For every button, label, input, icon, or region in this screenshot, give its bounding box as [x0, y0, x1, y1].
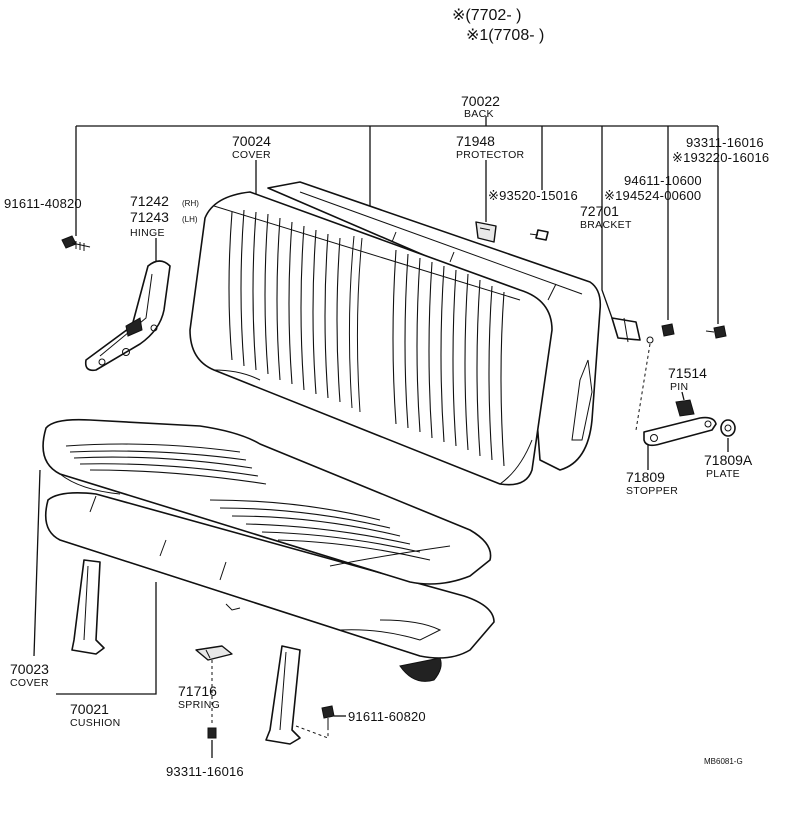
seat-cushion-frame — [44, 492, 495, 745]
part-number-71243: 71243 — [130, 209, 169, 225]
label-70021: 70021 CUSHION — [70, 701, 121, 729]
label-93311-bottom: 93311-16016 — [166, 764, 244, 779]
part-number-71948: 71948 — [456, 133, 495, 149]
plate-part — [720, 419, 736, 437]
part-label-bracket: BRACKET — [580, 219, 632, 231]
screw-93520-part — [529, 229, 549, 241]
label-71809A: 71809A PLATE — [704, 452, 753, 480]
bolt-91611-60820-part — [321, 705, 335, 730]
part-label-cushion: CUSHION — [70, 717, 121, 729]
part-number-91611-40820: 91611-40820 — [4, 196, 82, 211]
part-label-stopper: STOPPER — [626, 485, 678, 497]
part-label-spring: SPRING — [178, 699, 220, 711]
header-notes: ※(7702- ) ※1(7708- ) — [452, 7, 544, 44]
back-pleats-left — [228, 209, 341, 403]
part-number-72701: 72701 — [580, 203, 619, 219]
spring-part — [195, 645, 233, 661]
bolt-93311-top-part — [705, 325, 727, 339]
part-label-plate: PLATE — [706, 468, 740, 480]
label-93311-top: 93311-16016 ※193220-16016 — [672, 135, 769, 165]
label-70022: 70022 BACK — [461, 93, 500, 120]
protector-part — [475, 221, 497, 243]
part-number-194524-00600: ※194524-00600 — [604, 188, 701, 203]
part-number-70022: 70022 — [461, 93, 500, 109]
part-number-93311-16016-bottom: 93311-16016 — [166, 764, 244, 779]
part-label-cover-back: COVER — [232, 149, 271, 161]
part-number-71514: 71514 — [668, 365, 707, 381]
seat-back-cover — [189, 191, 553, 486]
label-hinge: 71242 (RH) 71243 (LH) HINGE — [130, 193, 199, 239]
part-number-71716: 71716 — [178, 683, 217, 699]
note-line-2: ※1(7708- ) — [466, 27, 544, 44]
part-number-70024: 70024 — [232, 133, 271, 149]
part-label-hinge: HINGE — [130, 227, 165, 239]
note-line-1: ※(7702- ) — [452, 7, 521, 24]
bracket-part — [611, 317, 654, 344]
part-number-91611-60820: 91611-60820 — [348, 709, 426, 724]
bolt-93311-bottom-part — [207, 727, 217, 739]
diagram-code: MB6081-G — [704, 757, 743, 766]
part-number-93311-16016-top: 93311-16016 — [686, 135, 764, 150]
part-label-protector: PROTECTOR — [456, 149, 525, 161]
label-94611: 94611-10600 ※194524-00600 — [604, 173, 702, 203]
cushion-pleats — [65, 443, 431, 561]
seat-cushion-cover — [42, 418, 492, 585]
part-number-71242: 71242 — [130, 193, 169, 209]
label-70024: 70024 COVER — [232, 133, 271, 161]
hinge-part — [84, 260, 171, 372]
part-number-71809a: 71809A — [704, 452, 753, 468]
part-label-pin: PIN — [670, 381, 688, 393]
label-93520: ※93520-15016 — [488, 188, 578, 203]
part-label-cover-cushion: COVER — [10, 677, 49, 689]
part-number-70023: 70023 — [10, 661, 49, 677]
part-number-94611-10600: 94611-10600 — [624, 173, 702, 188]
label-71716: 71716 SPRING — [178, 683, 220, 711]
nut-94611-part — [661, 323, 675, 337]
label-91611-60820: 91611-60820 — [348, 709, 426, 724]
pin-part — [675, 399, 695, 417]
part-suffix-rh: (RH) — [182, 199, 199, 208]
part-label-back: BACK — [464, 108, 494, 120]
part-number-93520-15016: ※93520-15016 — [488, 188, 578, 203]
part-number-70021: 70021 — [70, 701, 109, 717]
part-number-71809: 71809 — [626, 469, 665, 485]
stopper-part — [643, 416, 717, 447]
label-71809: 71809 STOPPER — [626, 469, 678, 497]
leader-lines — [33, 116, 729, 758]
label-71948: 71948 PROTECTOR — [456, 133, 525, 161]
bolt-91611-40820-part — [61, 235, 91, 251]
label-70023: 70023 COVER — [10, 661, 49, 689]
label-72701: 72701 BRACKET — [580, 203, 632, 231]
back-pleats-right — [392, 249, 505, 467]
part-suffix-lh: (LH) — [182, 215, 198, 224]
label-91611-40820: 91611-40820 — [4, 196, 82, 211]
part-number-193220-16016: ※193220-16016 — [672, 150, 769, 165]
label-71514: 71514 PIN — [668, 365, 707, 393]
